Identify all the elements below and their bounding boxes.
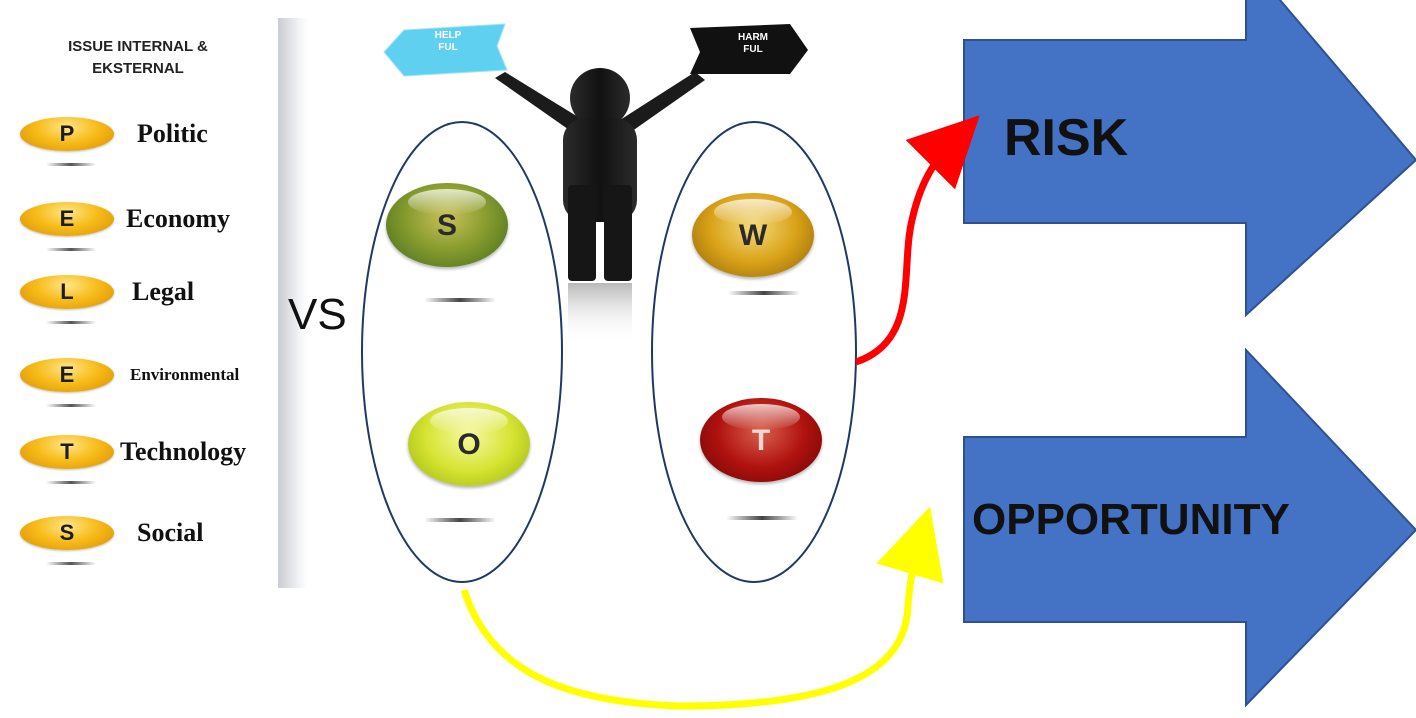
risk-label: RISK — [1004, 109, 1129, 167]
divider — [424, 298, 496, 302]
harmful-ellipse — [651, 121, 857, 583]
pestle-label: Politic — [137, 119, 208, 148]
divider — [46, 562, 96, 565]
divider — [46, 404, 96, 407]
vs-label: VS — [288, 290, 347, 339]
pestle-item-economy: E Economy — [20, 202, 290, 262]
pestle-item-social: S Social — [20, 516, 290, 576]
harmful-sign-shape — [690, 24, 808, 74]
divider — [726, 516, 798, 520]
pestle-item-politic: P Politic — [20, 117, 290, 177]
risk-curve-arrow — [854, 115, 980, 366]
pill-icon — [20, 435, 114, 469]
threat-letter: T — [751, 424, 771, 457]
opportunity-letter: O — [457, 428, 481, 461]
helpful-sign-shape — [383, 23, 508, 77]
pestle-letter: P — [59, 121, 75, 146]
pestle-letter: T — [60, 439, 74, 464]
person-figure-icon — [495, 68, 705, 343]
pestle-letter: S — [59, 520, 75, 545]
pill-icon — [20, 202, 114, 236]
strength-orb: S — [386, 183, 508, 267]
pill-icon — [20, 516, 114, 550]
divider — [46, 481, 96, 484]
opportunity-orb: O — [408, 402, 530, 486]
helpful-sign-label: HELP FUL — [434, 30, 462, 53]
divider — [46, 163, 96, 166]
pestle-item-legal: L Legal — [20, 275, 290, 335]
divider — [424, 518, 496, 522]
pestle-item-technology: T Technology — [20, 435, 290, 495]
pestle-item-environmental: E Environmental — [20, 358, 290, 418]
opportunity-curve-arrow — [460, 506, 944, 710]
opportunity-label: OPPORTUNITY — [972, 495, 1290, 544]
divider — [46, 248, 96, 251]
pestle-label: Environmental — [130, 365, 240, 384]
weakness-orb: W — [692, 193, 814, 277]
panel-divider — [278, 18, 308, 588]
pill-icon — [20, 275, 114, 309]
pestle-label: Social — [137, 518, 204, 547]
weakness-letter: W — [738, 219, 768, 252]
pestle-label: Legal — [132, 277, 195, 306]
pill-icon — [20, 117, 114, 151]
pestle-letter: E — [59, 206, 75, 231]
harmful-sign-label: HARM FUL — [738, 32, 768, 55]
pestle-letter: E — [59, 362, 75, 387]
divider — [46, 321, 96, 324]
pestle-title: ISSUE INTERNAL & EKSTERNAL — [68, 38, 208, 77]
risk-arrow-shape — [963, 0, 1416, 318]
pestle-letter: L — [60, 279, 74, 304]
divider — [728, 291, 800, 295]
strength-letter: S — [436, 209, 457, 242]
opportunity-arrow-shape — [963, 347, 1416, 708]
helpful-ellipse — [361, 121, 563, 583]
pill-icon — [20, 358, 114, 392]
threat-orb: T — [700, 398, 822, 482]
pestle-label: Economy — [126, 204, 230, 233]
pestle-label: Technology — [120, 437, 247, 466]
pestle-panel: ISSUE INTERNAL & EKSTERNAL P Politic E E… — [8, 20, 278, 588]
